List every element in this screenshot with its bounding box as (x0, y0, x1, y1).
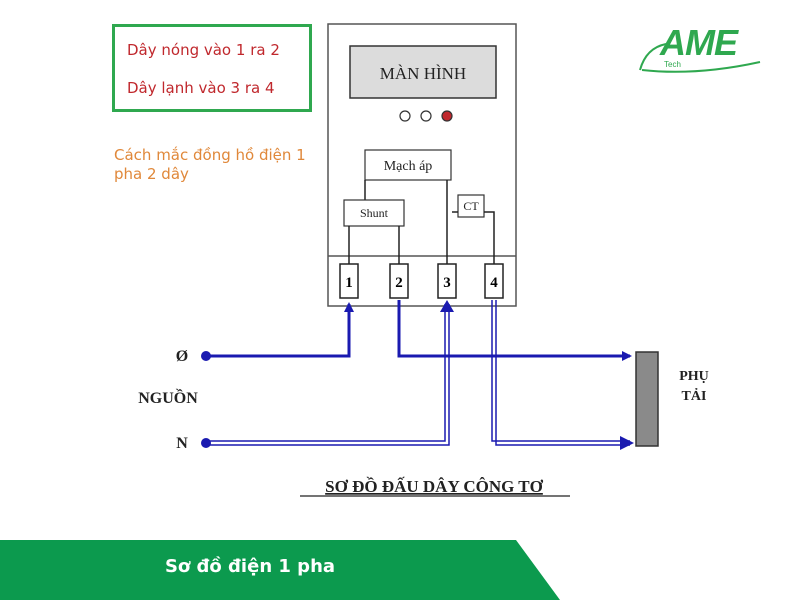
diagram-title: SƠ ĐỒ ĐẤU DÂY CÔNG TƠ (325, 476, 543, 496)
terminal-4: 4 (484, 263, 504, 299)
legend-cold-wire: Dây lạnh vào 3 ra 4 (127, 79, 275, 97)
terminal-3: 3 (437, 263, 457, 299)
legend-box: Dây nóng vào 1 ra 2 Dây lạnh vào 3 ra 4 (112, 24, 312, 112)
voltage-circuit-box (364, 149, 452, 181)
neutral-wire-in (206, 304, 446, 442)
terminal-label: 2 (395, 275, 403, 291)
screen-label: MÀN HÌNH (380, 64, 466, 83)
arrow-up-icon (440, 300, 454, 312)
terminal-label: 4 (490, 275, 498, 291)
terminal-label: 1 (345, 275, 353, 291)
banner-title: Sơ đồ điện 1 pha (164, 556, 336, 577)
bottom-banner: Sơ đồ điện 1 pha (0, 540, 560, 600)
terminal-1: 1 (339, 263, 359, 299)
ct-box (457, 194, 485, 218)
voltage-circuit-label: Mạch áp (384, 159, 433, 174)
shunt-box (343, 199, 405, 227)
wiring-caption: Cách mắc đồng hồ điện 1 pha 2 dây (114, 146, 306, 183)
phase-wire-in (206, 302, 354, 358)
ame-logo: AME Tech (636, 22, 766, 78)
arrow-right-icon (620, 436, 634, 450)
neutral-wire-out (495, 300, 630, 446)
shunt-label: Shunt (360, 206, 389, 220)
indicator-light-red-icon (441, 110, 453, 122)
indicator-light-icon (399, 110, 411, 122)
neutral-source-terminal-icon (201, 438, 211, 448)
ct-label: CT (463, 199, 479, 213)
logo-text: AME (660, 22, 738, 63)
terminal-2: 2 (389, 263, 409, 299)
logo-subtext: Tech (664, 60, 681, 69)
terminal-label: 3 (443, 275, 451, 291)
wiring-diagram: MÀN HÌNH Mạch áp Shunt CT 1 2 3 4 (138, 23, 709, 497)
phase-source-terminal-icon (201, 351, 211, 361)
source-label: NGUỒN (138, 387, 198, 407)
neutral-label: N (176, 435, 188, 452)
load-label-line1: PHỤ (679, 369, 709, 384)
load-block (635, 351, 659, 447)
indicator-light-icon (420, 110, 432, 122)
phase-label: Ø (176, 348, 188, 365)
legend-hot-wire: Dây nóng vào 1 ra 2 (127, 41, 280, 59)
phase-wire-out (397, 300, 632, 361)
logo-swoosh-icon (639, 43, 761, 73)
meter-screen (349, 45, 497, 99)
load-label-line2: TẢI (682, 387, 707, 404)
